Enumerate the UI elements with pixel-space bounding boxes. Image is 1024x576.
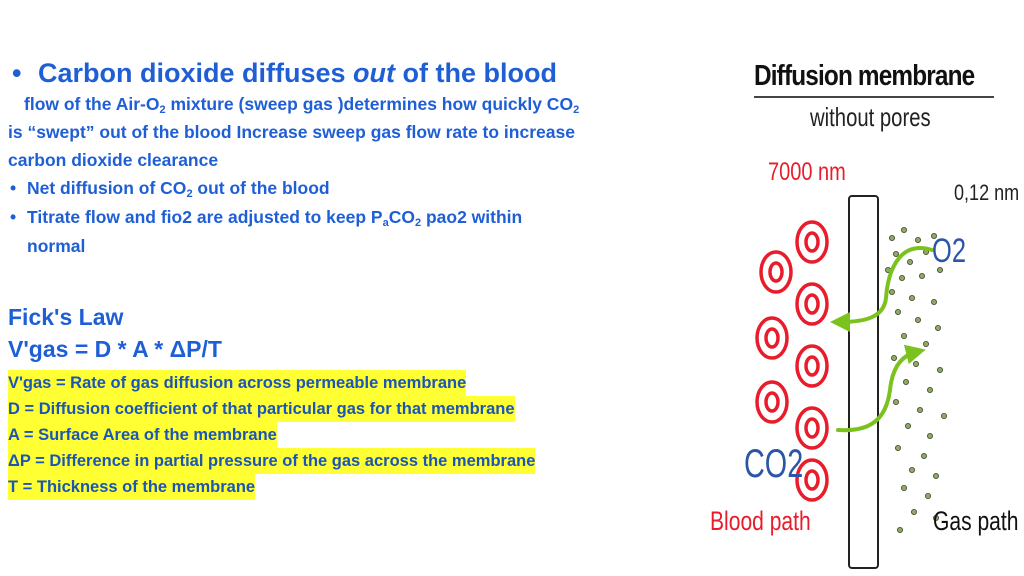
bullet-text-emphasis: out bbox=[353, 58, 396, 88]
fick-formula: V'gas = D * A * ΔP/T bbox=[8, 336, 222, 362]
sub2-c: pao2 within bbox=[421, 207, 523, 227]
sub2-d: normal bbox=[27, 236, 86, 256]
red-blood-cells bbox=[755, 220, 829, 502]
paragraph-line-2: is “swept” out of the blood Increase swe… bbox=[8, 122, 575, 142]
definition-d: D = Diffusion coefficient of that partic… bbox=[8, 396, 515, 422]
fick-section: Fick's Law V'gas = D * A * ΔP/T V'gas = … bbox=[8, 302, 536, 500]
rbc bbox=[795, 220, 829, 264]
definition-delta-p: ΔP = Difference in partial pressure of t… bbox=[8, 448, 536, 474]
co2-arrow bbox=[836, 344, 926, 433]
sub2-a: Titrate flow and fio2 are adjusted to ke… bbox=[27, 207, 383, 227]
sub2-sub: a bbox=[382, 217, 389, 229]
label-012nm: 0,12 nm bbox=[954, 180, 1020, 205]
label-co2: CO2 bbox=[744, 442, 804, 486]
rbc bbox=[795, 458, 829, 502]
fick-title: Fick's Law bbox=[8, 304, 124, 330]
definition-a: A = Surface Area of the membrane bbox=[8, 422, 277, 448]
bullet-text-pre: Carbon dioxide diffuses bbox=[38, 58, 354, 88]
rbc bbox=[759, 250, 793, 294]
rbc bbox=[795, 406, 829, 450]
paragraph-line-1: flow of the Air-O2 mixture (sweep gas )d… bbox=[8, 90, 708, 118]
sub2-b: CO bbox=[388, 207, 415, 227]
rbc bbox=[795, 282, 829, 326]
diagram-title: Diffusion membrane bbox=[754, 60, 975, 92]
rbc bbox=[795, 344, 829, 388]
membrane-wall bbox=[848, 195, 879, 569]
sub-bullet-list: Net diffusion of CO2 out of the blood Ti… bbox=[8, 174, 708, 261]
sub1-a: Net diffusion of CO bbox=[27, 178, 187, 198]
diagram-subtitle: without pores bbox=[810, 102, 931, 132]
label-o2: O2 bbox=[932, 232, 967, 270]
diffusion-diagram: Diffusion membrane without pores 7000 nm… bbox=[700, 40, 1024, 576]
label-7000nm: 7000 nm bbox=[768, 158, 846, 186]
o2-arrow bbox=[830, 246, 934, 332]
definition-t: T = Thickness of the membrane bbox=[8, 474, 256, 500]
sub1-b: out of the blood bbox=[192, 178, 330, 198]
para-line1-b: mixture (sweep gas )determines how quick… bbox=[165, 94, 574, 114]
rbc bbox=[755, 380, 789, 424]
sub1-sub: 2 bbox=[186, 188, 193, 200]
bullet-dot: • bbox=[12, 58, 22, 88]
definition-vgas: V'gas = Rate of gas diffusion across per… bbox=[8, 370, 467, 396]
sub-bullet-net-diffusion: Net diffusion of CO2 out of the blood bbox=[8, 174, 708, 203]
paragraph-line-3: carbon dioxide clearance bbox=[8, 150, 219, 170]
title-underline bbox=[754, 96, 994, 98]
label-blood-path: Blood path bbox=[710, 506, 811, 536]
diagram-graphics bbox=[755, 195, 947, 569]
bullet-text-post: of the blood bbox=[395, 58, 557, 88]
gas-molecules bbox=[884, 226, 947, 533]
sweep-gas-paragraph: flow of the Air-O2 mixture (sweep gas )d… bbox=[8, 90, 708, 174]
para-line1-a: flow of the Air-O bbox=[24, 94, 160, 114]
fick-definitions: V'gas = Rate of gas diffusion across per… bbox=[8, 370, 536, 500]
para-line1-sub: 2 bbox=[159, 104, 166, 116]
text-column: • Carbon dioxide diffuses out of the bloo… bbox=[8, 56, 708, 261]
main-bullet: • Carbon dioxide diffuses out of the bloo… bbox=[8, 56, 708, 90]
rbc bbox=[755, 316, 789, 360]
label-gas-path: Gas path bbox=[933, 506, 1019, 536]
para-line1-sub2: 2 bbox=[573, 104, 580, 116]
sub2-sub2: 2 bbox=[414, 217, 422, 229]
sub-bullet-titrate: Titrate flow and fio2 are adjusted to ke… bbox=[8, 203, 708, 261]
